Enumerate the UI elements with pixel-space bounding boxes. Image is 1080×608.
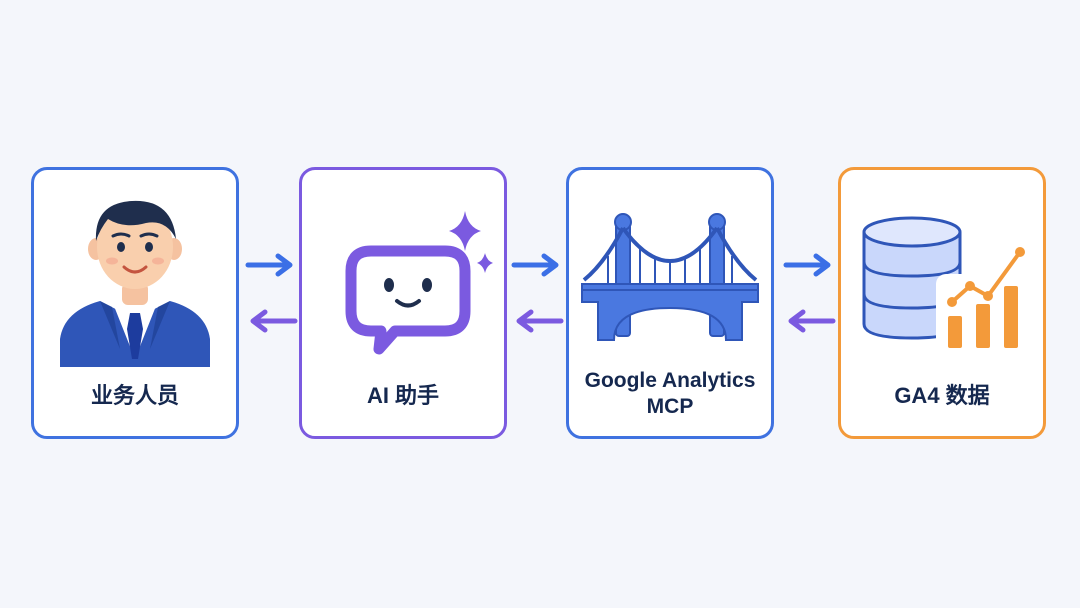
chat-bot-icon [302,184,504,374]
arrow-right-icon [245,253,293,277]
node-label-line1: Google Analytics [584,369,756,392]
arrow-right-icon [783,253,831,277]
bridge-icon [569,184,771,374]
node-ai-assistant: AI 助手 [299,167,507,439]
node-business-staff: 业务人员 [31,167,239,439]
businessman-icon [34,184,236,374]
database-chart-icon [841,184,1043,374]
node-label: 业务人员 [90,383,179,408]
arrow-left-icon [516,309,564,333]
node-label: GA4 数据 [894,383,990,408]
arrow-left-icon [788,309,836,333]
node-label-line2: MCP [646,395,694,418]
arrow-right-icon [511,253,559,277]
node-ga-mcp: Google Analytics MCP [566,167,774,439]
node-ga4-data: GA4 数据 [838,167,1046,439]
node-label: AI 助手 [366,383,440,408]
arrow-left-icon [250,309,298,333]
